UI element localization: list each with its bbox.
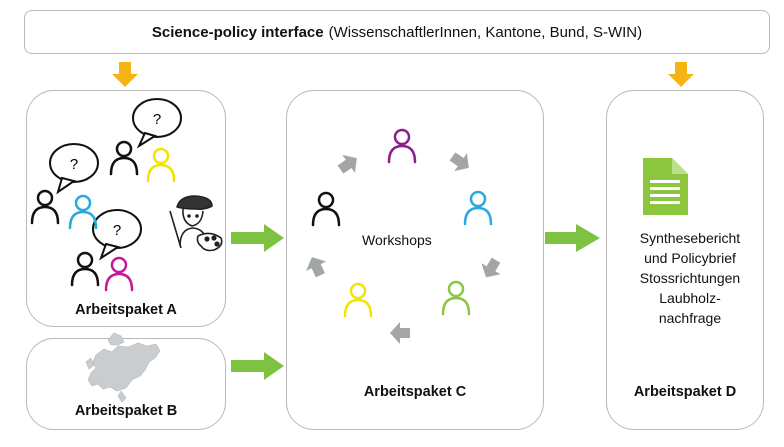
speech-bubble-icon [92,209,142,261]
cycle-arrow-icon [390,322,410,344]
package-d-box [606,90,764,430]
person-icon [343,282,373,318]
down-arrow-icon [668,62,694,87]
cycle-arrow-icon [337,154,357,174]
person-icon [311,191,341,227]
header-title-bold: Science-policy interface [151,23,324,41]
cycle-arrow-icon [481,257,501,278]
person-icon [104,256,134,292]
header-title-rest: (WissenschaftlerInnen, Kantone, Bund, S-… [328,23,643,41]
output-line: und Policybrief [644,250,736,266]
science-policy-bar: Science-policy interface (Wissenschaftle… [24,10,770,54]
person-icon [70,251,100,287]
package-c-box [286,90,544,430]
person-icon [463,190,493,226]
output-line: nachfrage [658,310,722,326]
output-line: Laubholz- [659,290,721,306]
painter-icon [169,195,223,252]
down-arrow-icon [112,62,138,87]
question-mark: ? [113,222,121,239]
person-icon [30,189,60,225]
output-line: Stossrichtungen [639,270,741,286]
person-icon [441,280,471,316]
question-mark: ? [153,111,161,128]
package-b-label: Arbeitspaket B [74,403,178,419]
question-mark: ? [70,156,78,173]
cycle-arrow-icon [449,152,469,172]
europe-map-icon [85,332,161,403]
cycle-arrow-icon [306,257,327,278]
package-d-label: Arbeitspaket D [633,384,737,400]
person-icon [109,140,139,176]
output-description: Synthesebericht und Policybrief Stossric… [610,228,770,328]
arrow-b-to-c-icon [231,352,284,380]
output-line: Synthesebericht [639,230,741,246]
arrow-a-to-c-icon [231,224,284,252]
package-a-label: Arbeitspaket A [75,302,177,318]
workshops-label: Workshops [362,232,432,248]
arrow-c-to-d-icon [545,224,600,252]
document-icon [643,158,688,215]
person-icon [68,194,98,230]
package-c-label: Arbeitspaket C [363,384,467,400]
person-icon [146,147,176,183]
speech-bubble-icon [132,98,182,149]
speech-bubble-icon [49,143,99,195]
person-icon [387,128,417,164]
